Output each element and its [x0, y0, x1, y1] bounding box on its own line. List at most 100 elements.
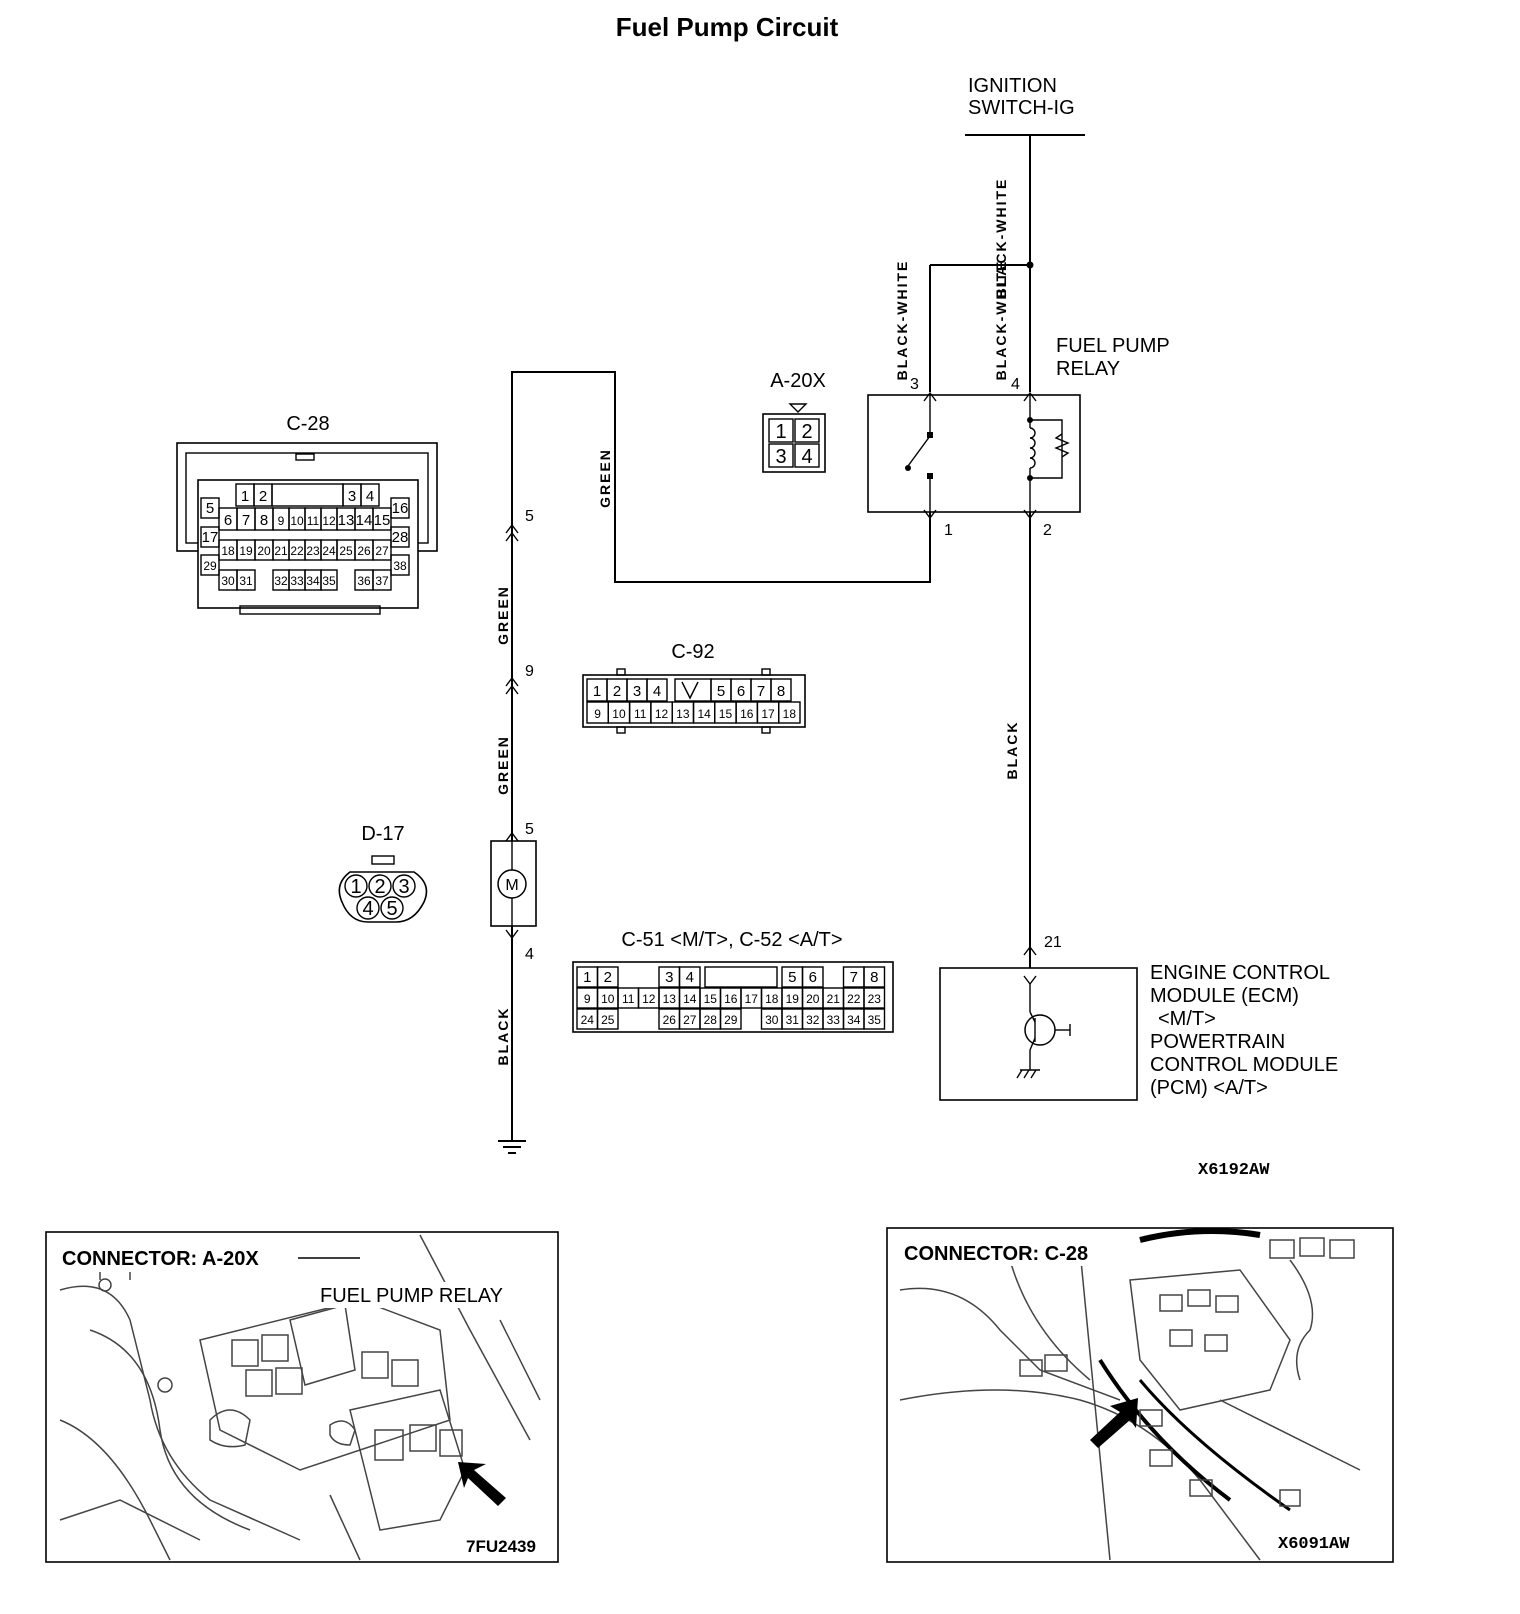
c28-cell: [390, 497, 410, 519]
c28-cell: [372, 569, 392, 591]
ecm-transistor-collector: [1029, 1011, 1036, 1023]
ignition-label-line2: SWITCH-IG: [968, 97, 1075, 119]
c28-pin: 18: [221, 544, 235, 558]
c28-cell: [372, 539, 392, 561]
wire-label-bw-top: BLACK-WHITE: [993, 178, 1009, 299]
c28-pin: 9: [278, 514, 285, 528]
ecm-label-line4: POWERTRAIN: [1150, 1031, 1285, 1053]
c28-pin: 12: [322, 514, 336, 528]
c28-pin: 35: [322, 574, 336, 588]
c28-pin: 6: [224, 512, 232, 529]
c28-pin: 26: [357, 544, 371, 558]
a20x-pin: 4: [801, 446, 812, 468]
c51-pin: 25: [601, 1013, 615, 1027]
panel-left-code: 7FU2439: [466, 1537, 536, 1556]
ecm-label-line6: (PCM) <A/T>: [1150, 1077, 1268, 1099]
connector-d17: D-17 1 2 3 4 5: [338, 823, 428, 923]
c28-pin: 33: [290, 574, 304, 588]
c92-pin: 18: [783, 707, 797, 721]
c51-pin: 5: [788, 969, 796, 986]
ecm-label-line3: <M/T>: [1158, 1008, 1216, 1030]
c92-pin: 8: [777, 683, 785, 700]
c51-pin: 1: [583, 969, 591, 986]
c92-pin: 1: [593, 683, 601, 700]
ecm-label-line1: ENGINE CONTROL: [1150, 962, 1330, 984]
c51-pin: 10: [601, 992, 615, 1006]
wire-label-bw-right: BLACK-WHITE: [993, 260, 1009, 381]
c51-pin: 18: [765, 992, 779, 1006]
c51-pin: 22: [847, 992, 861, 1006]
pump-motor-circle: [497, 869, 527, 899]
c51-pin: 8: [870, 969, 878, 986]
a20x-pin: 2: [801, 421, 812, 443]
wire-label-green-lower: GREEN: [495, 735, 511, 795]
c28-cell: [390, 554, 410, 576]
c28-pin: 8: [260, 512, 268, 529]
c92-pin: 4: [653, 683, 661, 700]
diagram-title: Fuel Pump Circuit: [616, 12, 839, 42]
c28-cell: [360, 483, 380, 507]
c51-pin: 17: [745, 992, 759, 1006]
c92-pin: 6: [737, 683, 745, 700]
c28-pin: 4: [366, 488, 374, 505]
c92-cell: [770, 678, 792, 702]
c51-cell: [863, 1008, 886, 1030]
connector-c28-label: C-28: [286, 413, 329, 435]
ecm-chassis-ground-hatch-2: [1023, 1069, 1030, 1079]
relay-resistor-branch: [1030, 419, 1063, 479]
c92-key-slot: [674, 678, 712, 702]
c28-pin: 31: [239, 574, 253, 588]
wire-label-bw-left: BLACK-WHITE: [894, 260, 910, 381]
c28-pin: 7: [242, 512, 250, 529]
c92-pin: 13: [676, 707, 690, 721]
panel-left-code-bg: [462, 1532, 552, 1556]
connector-pin-5-top: 5: [525, 508, 534, 525]
c51-cell: [863, 966, 886, 988]
c51-pin: 26: [663, 1013, 677, 1027]
c92-pin: 5: [717, 683, 725, 700]
panel-left-callout: FUEL PUMP RELAY: [320, 1285, 503, 1307]
c28-blank-slot: [271, 483, 344, 507]
c51-pin: 9: [584, 992, 591, 1006]
c92-pin: 10: [612, 707, 626, 721]
c28-pin: 22: [290, 544, 304, 558]
relay-pin-3: 3: [910, 376, 919, 393]
panel-left-title: CONNECTOR: A-20X: [62, 1248, 259, 1270]
relay-pin3-arrow: [923, 391, 937, 402]
wire-label-green-relay: GREEN: [597, 448, 613, 508]
panel-right-title: CONNECTOR: C-28: [904, 1243, 1088, 1265]
pump-pin-4: 4: [525, 946, 534, 963]
connector-d17-label: D-17: [361, 823, 404, 845]
c28-pin: 36: [357, 574, 371, 588]
panel-right-arrow: [1090, 1398, 1138, 1448]
c28-pin: 25: [339, 544, 353, 558]
ignition-label-line1: IGNITION: [968, 75, 1057, 97]
c92-pin: 3: [633, 683, 641, 700]
relay-contact-top: [927, 432, 933, 438]
d17-pin: 2: [374, 876, 385, 898]
c51-pin: 4: [686, 969, 694, 986]
c51-pin: 14: [683, 992, 697, 1006]
c28-pin: 38: [393, 559, 407, 573]
c51-pin: 3: [665, 969, 673, 986]
c28-pin: 29: [203, 559, 217, 573]
connector-arrow-9-a: [505, 676, 519, 687]
ecm-label-line5: CONTROL MODULE: [1150, 1054, 1338, 1076]
d17-pin: 1: [350, 876, 361, 898]
a20x-pin: 3: [775, 446, 786, 468]
connector-a20x-label: A-20X: [770, 370, 826, 392]
wire-label-black-ecm: BLACK: [1004, 721, 1020, 780]
c28-pin: 32: [274, 574, 288, 588]
c28-pin: 5: [206, 500, 214, 517]
c92-pin: 15: [719, 707, 733, 721]
c51-pin: 32: [806, 1013, 820, 1027]
c51-pin: 29: [724, 1013, 738, 1027]
c51-cell: [596, 966, 619, 988]
wire-label-black-ground: BLACK: [495, 1007, 511, 1066]
relay-switch-blade: [907, 435, 931, 467]
c51-cell: [801, 966, 824, 988]
c28-pin: 28: [392, 529, 409, 546]
ecm-label-line2: MODULE (ECM): [1150, 985, 1299, 1007]
